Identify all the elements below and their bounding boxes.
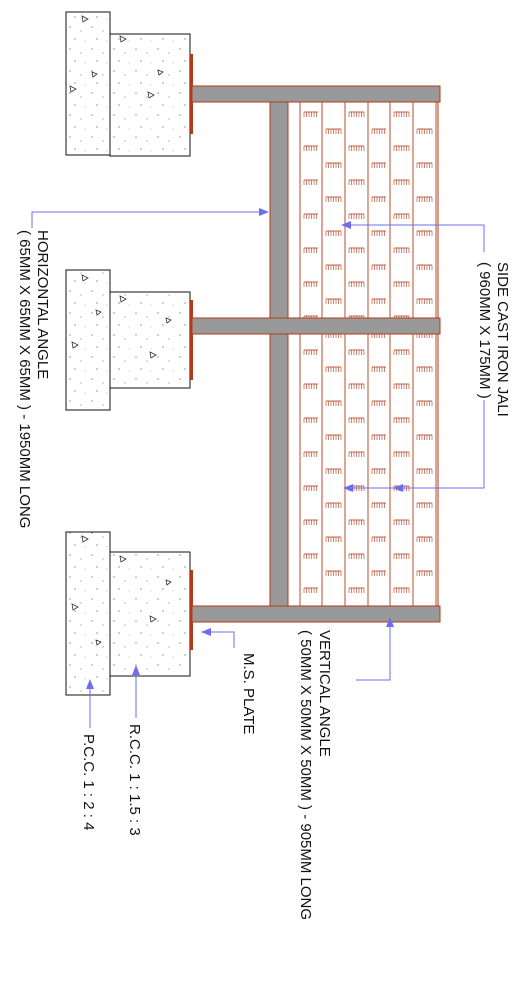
horizontal-angle-top xyxy=(191,85,441,103)
label-vertical-angle: VERTICAL ANGLE xyxy=(316,630,333,757)
aggregate-mark xyxy=(71,535,172,646)
pcc-block-bottom xyxy=(65,531,111,696)
ms-plate-middle xyxy=(190,300,193,380)
rcc-block-middle xyxy=(109,291,191,389)
foundation-top xyxy=(65,11,191,157)
vertical-angle xyxy=(269,87,289,607)
horizontal-angle-bottom xyxy=(191,605,441,623)
label-side-jali-size: ( 960MM X 175MM ) xyxy=(476,262,493,399)
label-vertical-angle-size: ( 50MM X 50MM X 50MM ) - 905MM LONG xyxy=(297,630,314,920)
label-pcc: P.C.C. 1 : 2 : 4 xyxy=(80,734,97,830)
leader-jali-bottom xyxy=(343,400,485,492)
leader-horizontal-angle xyxy=(31,208,269,228)
aggregate-mark xyxy=(69,15,164,99)
label-horizontal-angle-size: ( 65MM X 65MM X 65MM ) - 1950MM LONG xyxy=(16,230,33,528)
cast-iron-jali xyxy=(287,90,439,608)
leader-jali-top xyxy=(341,221,485,252)
label-horizontal-angle: HORIZONTAL ANGLE xyxy=(34,230,51,379)
aggregate-mark xyxy=(71,274,172,359)
pcc-block-top xyxy=(65,11,111,156)
horizontal-angle-middle xyxy=(191,317,441,335)
foundation-middle xyxy=(65,269,191,411)
rcc-block-bottom xyxy=(109,551,191,677)
label-side-jali: SIDE CAST IRON JALI xyxy=(494,262,511,417)
label-rcc: R.C.C. 1 : 1.5 : 3 xyxy=(126,724,143,836)
rcc-block-top xyxy=(109,33,191,157)
leader-vertical-angle xyxy=(356,617,394,681)
pcc-block-middle xyxy=(65,269,111,411)
jali-frame xyxy=(287,90,439,608)
foundation-bottom xyxy=(65,531,191,696)
leader-ms-plate xyxy=(201,628,235,648)
label-ms-plate: M.S. PLATE xyxy=(240,653,257,734)
